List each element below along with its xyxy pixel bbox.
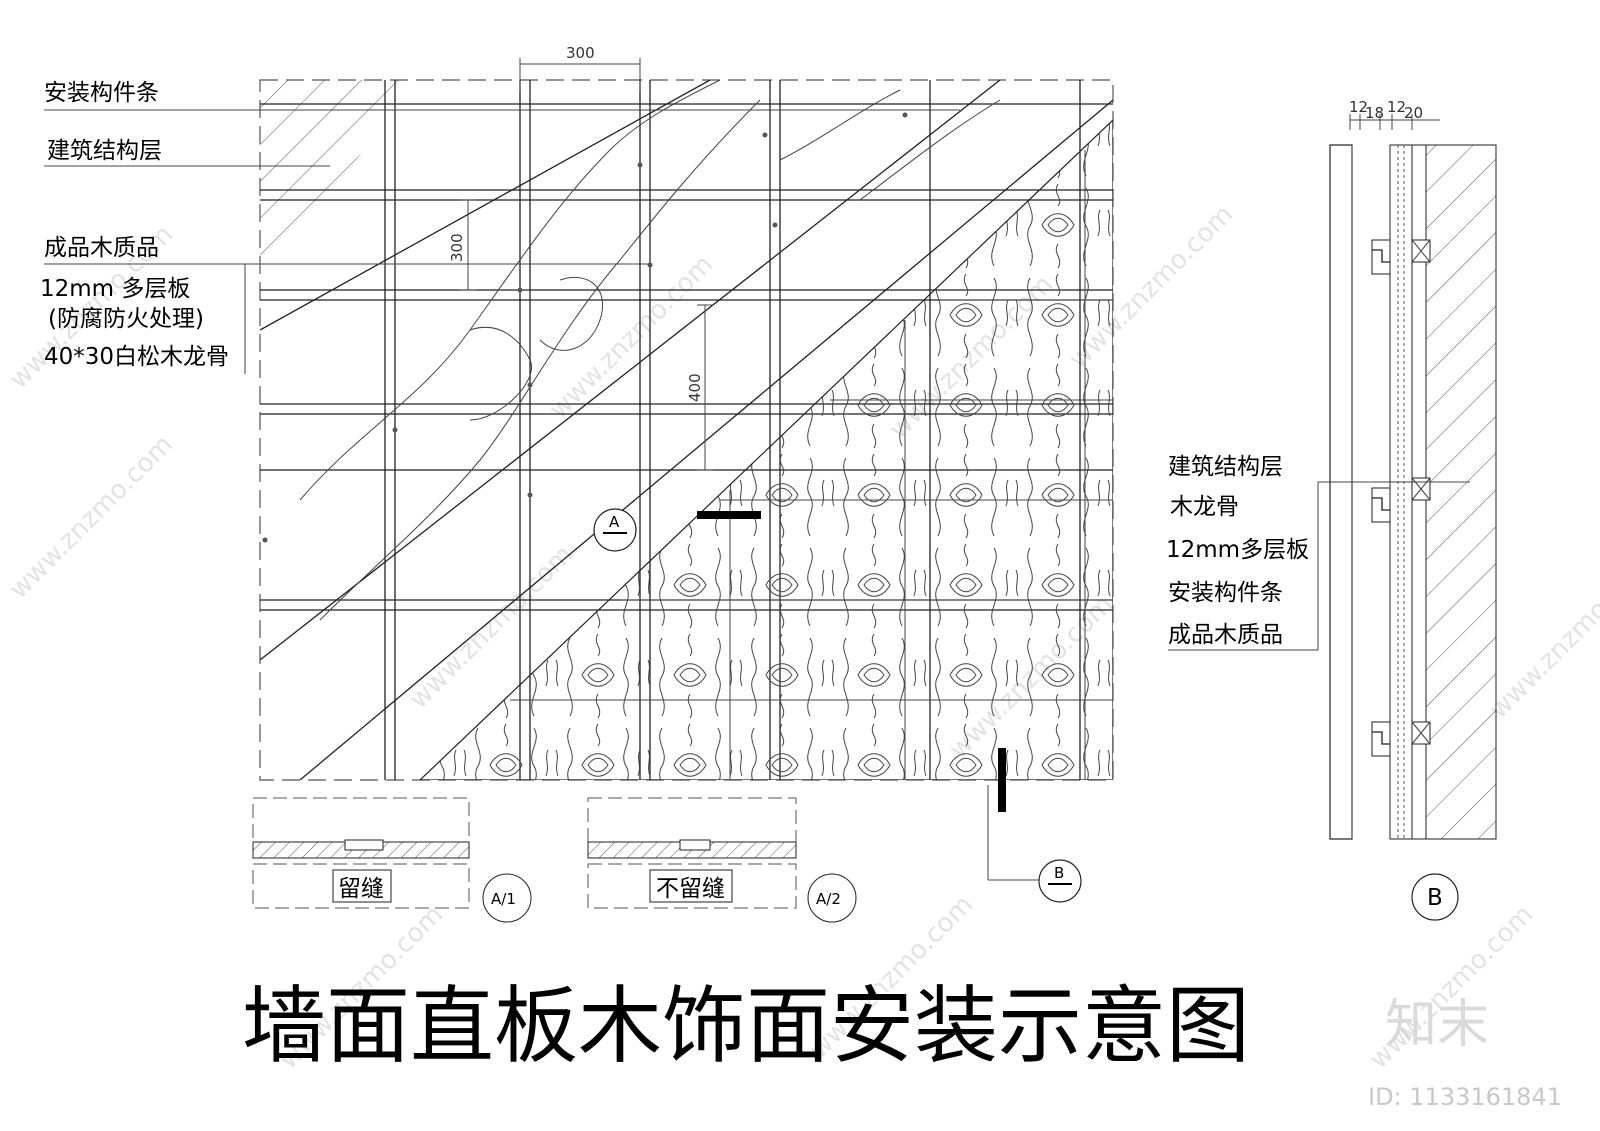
joint-detail-a1: 留缝 A/1 <box>252 797 532 923</box>
structure-hatch <box>260 80 420 280</box>
marker-a-label: A <box>609 513 620 531</box>
label-treatment: (防腐防火处理) <box>48 306 204 332</box>
plywood-edges <box>260 80 1113 780</box>
dim-label: 300 <box>448 233 466 262</box>
screw-points <box>262 112 908 543</box>
marker-b-label: B <box>1054 864 1064 882</box>
joint-detail-a2: 不留缝 A/2 <box>587 797 857 923</box>
label-with-gap: 留缝 <box>338 876 384 902</box>
section-leaders <box>1168 481 1470 651</box>
label-section-keel: 木龙骨 <box>1170 494 1239 520</box>
elevation-labels: 安装构件条 建筑结构层 成品木质品 12mm 多层板 (防腐防火处理) 40*3… <box>40 80 229 370</box>
label-install-strip: 安装构件条 <box>44 80 159 106</box>
elevation-leaders <box>44 109 960 374</box>
watermark-logo: 知末 <box>1385 995 1489 1055</box>
label-section-install-strip: 安装构件条 <box>1168 580 1283 606</box>
dim-vertical-400: 400 <box>686 304 713 471</box>
veneer-veins <box>299 80 1001 621</box>
section-dim-label: 12 <box>1387 98 1406 116</box>
section-dim-label: 18 <box>1365 104 1384 122</box>
section-cut-b <box>998 748 1006 812</box>
watermark-id: ID: 1133161841 <box>1368 1083 1562 1111</box>
label-structure-layer: 建筑结构层 <box>47 138 162 164</box>
label-finished-wood: 成品木质品 <box>44 235 159 261</box>
watermark-text: www.znzmo.com <box>4 430 179 605</box>
dim-label: 300 <box>566 44 595 62</box>
marker-b-section-label: B <box>1427 885 1443 911</box>
plywood-layer <box>1389 144 1413 840</box>
marker-a: A <box>593 508 637 552</box>
section-dim-label: 12 <box>1349 98 1368 116</box>
section-cut-a <box>697 511 761 519</box>
section-brackets <box>1371 239 1431 757</box>
dim-label: 400 <box>686 373 704 402</box>
finished-wood-layer <box>1329 144 1353 840</box>
panel-joints <box>510 150 1113 780</box>
section-labels: 建筑结构层 木龙骨 12mm多层板 安装构件条 成品木质品 <box>1166 454 1309 648</box>
marker-b: B <box>1038 859 1082 903</box>
marker-b-section <box>1411 873 1459 921</box>
section-dim-label: 20 <box>1404 104 1423 122</box>
dim-vertical-300: 300 <box>448 199 476 291</box>
drawing-title: 墙面直板木饰面安装示意图 <box>242 977 1250 1075</box>
marker-a1-label: A/1 <box>491 890 516 908</box>
label-section-finished-wood: 成品木质品 <box>1168 622 1283 648</box>
wood-finish-panel <box>419 119 1113 780</box>
marker-a2-label: A/2 <box>816 890 841 908</box>
label-plywood: 12mm 多层板 <box>40 276 190 302</box>
elevation-view: 300 300 400 A <box>44 44 1114 903</box>
section-b-view: 12 18 12 20 <box>1168 98 1497 921</box>
dim-top-300: 300 <box>519 44 641 90</box>
label-no-gap: 不留缝 <box>656 876 725 902</box>
section-dims: 12 18 12 20 <box>1349 98 1440 130</box>
label-section-plywood: 12mm多层板 <box>1166 537 1309 563</box>
structure-layer <box>1425 144 1497 840</box>
label-section-structure: 建筑结构层 <box>1168 454 1283 480</box>
label-keel: 40*30白松木龙骨 <box>44 344 229 370</box>
watermark-text: www.znzmo.com <box>1484 550 1600 725</box>
